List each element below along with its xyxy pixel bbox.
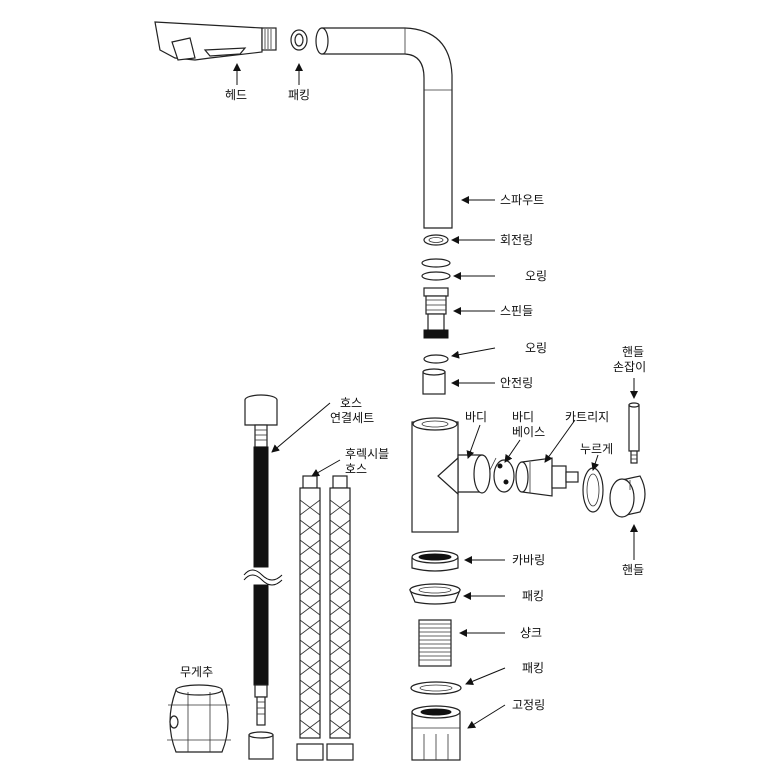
label-head: 헤드 — [225, 88, 248, 102]
label-handle-knob-1: 핸들 — [622, 345, 645, 359]
label-safety-ring: 안전링 — [500, 376, 534, 390]
label-swivel-ring: 회전링 — [500, 233, 534, 247]
handle-knob-part — [628, 402, 640, 464]
weight-part — [167, 684, 231, 753]
shank-part — [418, 619, 452, 667]
swivel-ring-part — [423, 234, 449, 246]
label-hose-set-1: 호스 — [340, 396, 363, 410]
label-packing-3: 패킹 — [522, 661, 545, 675]
label-body-base-1: 바디 — [512, 410, 535, 424]
spout-part — [315, 27, 453, 229]
handle-part — [609, 475, 646, 518]
hose-set-part — [243, 394, 283, 760]
label-oring-2: 오링 — [525, 341, 548, 355]
packing-2-part — [409, 583, 461, 605]
cartridge-part — [515, 457, 579, 497]
press-ring-part — [582, 467, 604, 513]
label-weight: 무게추 — [180, 665, 214, 679]
oring-1-part — [421, 258, 451, 281]
label-spindle: 스핀들 — [500, 304, 534, 318]
spindle-part — [423, 287, 449, 339]
label-shank: 샹크 — [520, 626, 543, 640]
flex-hoses-part — [296, 475, 354, 761]
label-cover-ring: 카바링 — [512, 553, 546, 567]
head-part — [154, 21, 277, 61]
oring-2-part — [423, 354, 449, 364]
label-press: 누르게 — [580, 442, 614, 456]
label-handle-knob-2: 손잡이 — [613, 360, 647, 374]
label-fixing-ring: 고정링 — [512, 698, 546, 712]
cover-ring-part — [411, 550, 459, 572]
label-oring-1: 오링 — [525, 269, 548, 283]
body-part — [411, 417, 491, 533]
label-spout: 스파우트 — [500, 193, 545, 207]
label-flex-hose-2: 호스 — [345, 462, 368, 476]
label-cartridge: 카트리지 — [565, 410, 610, 424]
label-flex-hose-1: 후렉시블 — [345, 447, 390, 461]
label-body-base-2: 베이스 — [512, 425, 546, 439]
label-body: 바디 — [465, 410, 488, 424]
label-hose-set-2: 연결세트 — [330, 411, 375, 425]
fixing-ring-part — [411, 705, 461, 761]
safety-ring-part — [422, 368, 446, 395]
packing-top-part — [290, 29, 308, 51]
packing-3-part — [410, 681, 462, 695]
label-packing-2: 패킹 — [522, 589, 545, 603]
label-handle: 핸들 — [622, 563, 645, 577]
label-packing-top: 패킹 — [288, 88, 311, 102]
body-base-part — [489, 457, 515, 493]
